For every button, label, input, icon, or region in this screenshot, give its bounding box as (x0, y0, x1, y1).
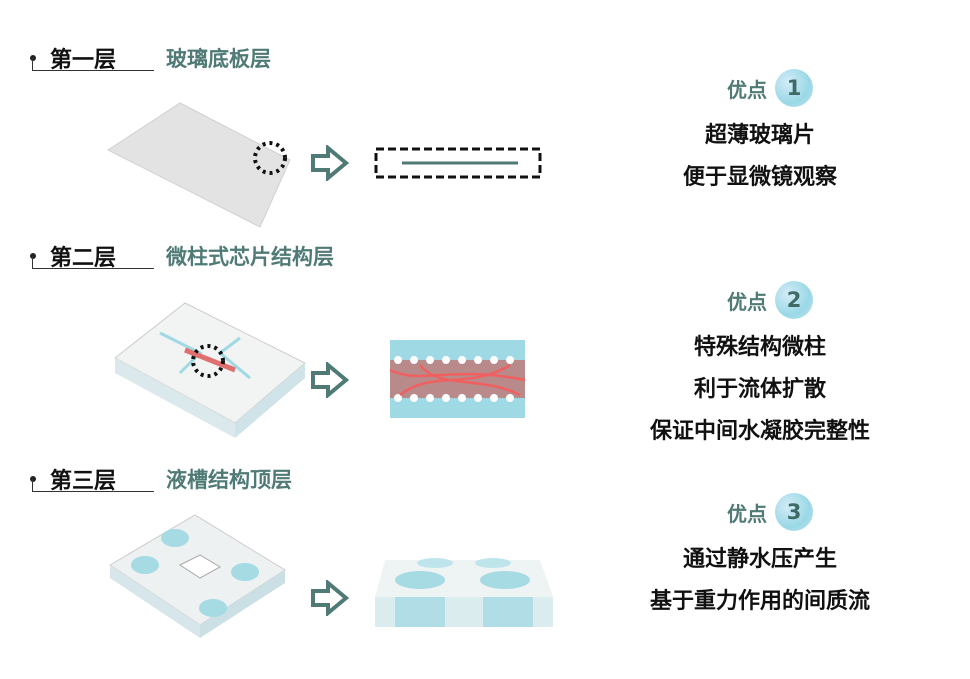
advantage-2: 优点 2 特殊结构微柱 利于流体扩散 保证中间水凝胶完整性 (620, 281, 900, 445)
advantage-text: 便于显微镜观察 (682, 165, 837, 190)
layer-number: 第一层 (50, 48, 117, 73)
advantage-label: 优点 (727, 289, 767, 314)
number-badge: 1 (775, 69, 813, 107)
layer-1-heading: 第一层 玻璃底板层 (30, 42, 350, 73)
reservoir-top-illustration (109, 514, 286, 638)
number-badge: 3 (775, 493, 813, 531)
glass-cross-section (374, 147, 542, 179)
advantage-text: 基于重力作用的间质流 (649, 589, 870, 614)
bullet-dot (30, 55, 36, 61)
layer-number: 第二层 (50, 246, 117, 271)
glass-plate-illustration (107, 102, 291, 228)
advantage-1: 优点 1 超薄玻璃片 便于显微镜观察 (620, 69, 900, 191)
micropillar-chip-illustration (114, 302, 306, 438)
advantage-text: 特殊结构微柱 (693, 335, 826, 360)
bullet-dot (30, 476, 36, 482)
layer-number: 第三层 (50, 469, 117, 494)
layer-3-heading: 第三层 液槽结构顶层 (30, 463, 350, 494)
advantage-label: 优点 (727, 77, 767, 102)
layer-2-heading: 第二层 微柱式芯片结构层 (30, 240, 350, 271)
advantage-text: 通过静水压产生 (682, 547, 837, 572)
advantage-3: 优点 3 通过静水压产生 基于重力作用的间质流 (620, 493, 900, 615)
reservoir-detail (375, 558, 553, 627)
right-arrow-icon (311, 580, 350, 616)
zoom-circle (191, 344, 225, 378)
advantage-text: 保证中间水凝胶完整性 (649, 419, 870, 444)
number-badge: 2 (775, 281, 813, 319)
micropillar-detail (390, 340, 525, 418)
advantage-label: 优点 (727, 501, 767, 526)
layer-name: 微柱式芯片结构层 (166, 245, 334, 269)
zoom-circle (253, 141, 287, 175)
advantage-text: 利于流体扩散 (693, 377, 826, 402)
advantage-text: 超薄玻璃片 (704, 123, 815, 148)
right-arrow-icon (311, 362, 350, 398)
right-arrow-icon (311, 145, 350, 181)
layer-name: 玻璃底板层 (166, 47, 271, 71)
layer-name: 液槽结构顶层 (166, 468, 292, 492)
bullet-dot (30, 253, 36, 259)
